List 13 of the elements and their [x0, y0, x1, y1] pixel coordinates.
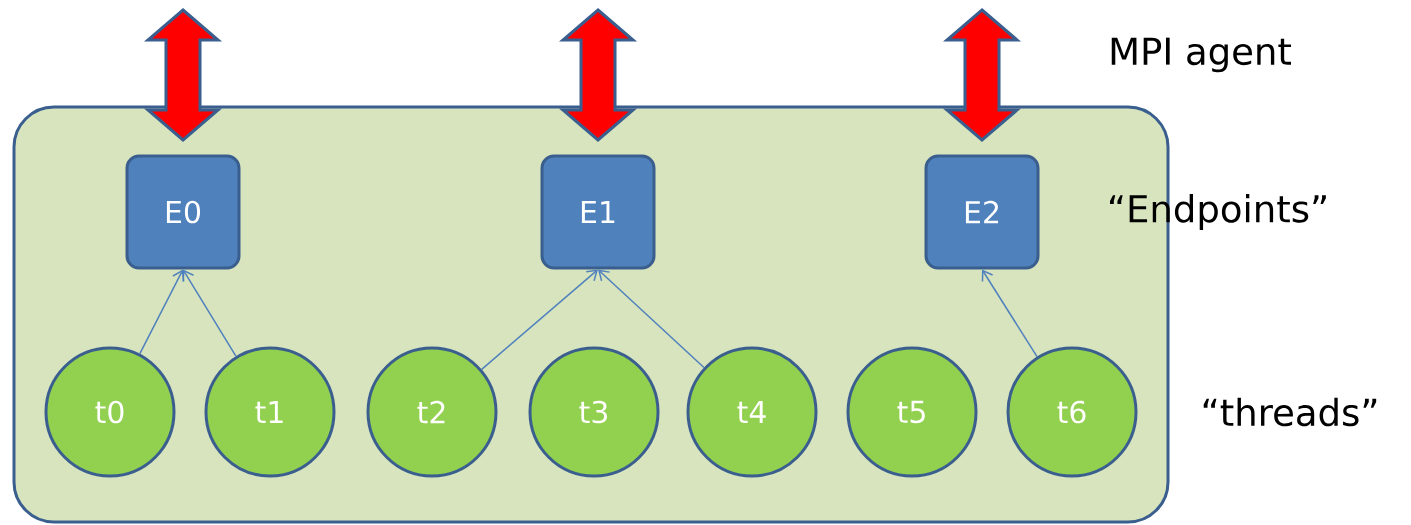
double-arrow — [558, 8, 638, 142]
endpoint-box: E2 — [924, 154, 1040, 270]
double-arrow — [942, 8, 1022, 142]
double-arrow — [143, 8, 223, 142]
arrow — [598, 269, 705, 369]
arrow — [981, 269, 1038, 358]
endpoint-box: E1 — [540, 154, 656, 270]
arrow — [480, 269, 598, 371]
arrow — [139, 269, 185, 355]
label-text: MPI agent — [1111, 37, 1291, 73]
endpoint-box: E0 — [125, 154, 241, 270]
label-text: “threads” — [1203, 397, 1377, 427]
arrow — [182, 269, 237, 357]
